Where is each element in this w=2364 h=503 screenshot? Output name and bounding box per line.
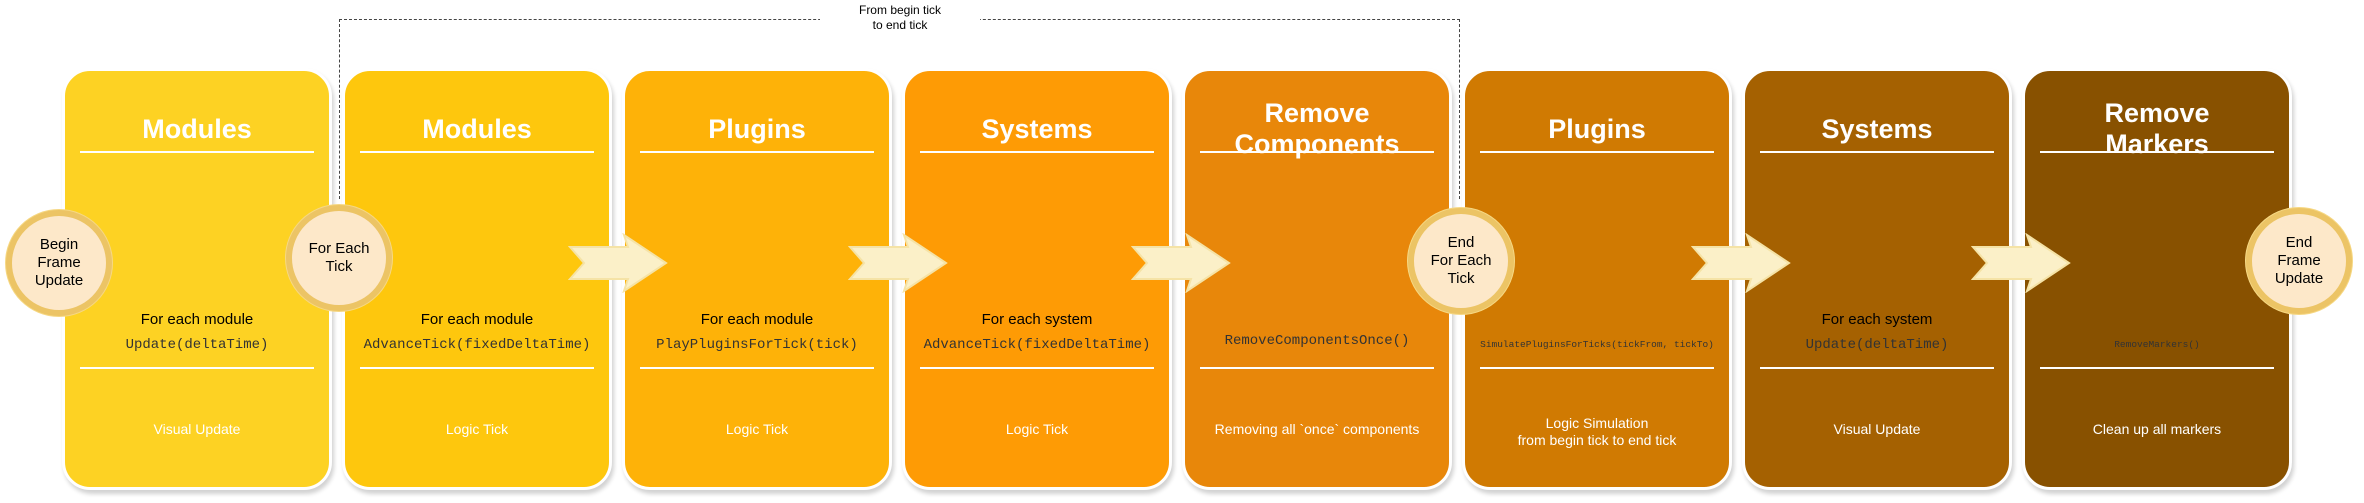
flow-arrow-icon xyxy=(1971,233,2071,293)
card-title: Modules xyxy=(142,113,252,144)
step-label: For each system xyxy=(981,311,1093,328)
step-code: AdvanceTick(fixedDeltaTime) xyxy=(363,337,591,353)
divider xyxy=(2040,151,2274,153)
flow-arrow-icon xyxy=(848,233,948,293)
end-for-each-tick-node: End For Each Tick xyxy=(1408,208,1514,314)
divider xyxy=(640,151,874,153)
divider xyxy=(360,367,594,369)
end-frame-update-node: End Frame Update xyxy=(2246,208,2352,314)
card-footer: Logic Tick xyxy=(725,421,789,437)
card-plugins-play: Plugins For each module PlayPluginsForTi… xyxy=(622,68,892,490)
divider xyxy=(1200,151,1434,153)
divider xyxy=(1760,151,1994,153)
flow-arrow-icon xyxy=(1131,233,1231,293)
step-code: AdvanceTick(fixedDeltaTime) xyxy=(923,337,1151,353)
divider xyxy=(80,367,314,369)
begin-frame-update-node: Begin Frame Update xyxy=(6,210,112,316)
card-title: Systems xyxy=(1821,113,1933,144)
card-remove-components: Remove Components RemoveComponentsOnce()… xyxy=(1182,68,1452,490)
card-footer: Visual Update xyxy=(153,421,241,437)
divider xyxy=(1480,367,1714,369)
step-code: Update(deltaTime) xyxy=(125,337,269,353)
divider xyxy=(920,151,1154,153)
step-label: For each module xyxy=(700,311,814,328)
divider xyxy=(640,367,874,369)
card-title: Remove Markers xyxy=(2104,98,2210,159)
card-footer: Logic Simulation from begin tick to end … xyxy=(1517,415,1677,448)
divider xyxy=(1480,151,1714,153)
card-systems-advance-tick: Systems For each system AdvanceTick(fixe… xyxy=(902,68,1172,490)
card-title: Plugins xyxy=(708,113,806,144)
step-label: For each module xyxy=(140,311,254,328)
step-code: PlayPluginsForTick(tick) xyxy=(656,337,858,353)
card-footer: Visual Update xyxy=(1833,421,1921,437)
bracket-label: From begin tick to end tick xyxy=(820,3,980,33)
card-title: Remove Components xyxy=(1234,98,1400,159)
card-remove-markers: Remove Markers RemoveMarkers() Clean up … xyxy=(2022,68,2292,490)
card-footer: Logic Tick xyxy=(445,421,509,437)
step-code: Update(deltaTime) xyxy=(1805,337,1949,353)
divider xyxy=(920,367,1154,369)
divider xyxy=(1200,367,1434,369)
step-label: For each module xyxy=(420,311,534,328)
step-code: RemoveComponentsOnce() xyxy=(1224,333,1410,349)
divider xyxy=(360,151,594,153)
card-title: Systems xyxy=(981,113,1093,144)
for-each-tick-node: For Each Tick xyxy=(286,205,392,311)
card-footer: Logic Tick xyxy=(1005,421,1069,437)
step-code: RemoveMarkers() xyxy=(2114,339,2200,350)
step-label: For each system xyxy=(1821,311,1933,328)
divider xyxy=(1760,367,1994,369)
card-title: Plugins xyxy=(1548,113,1646,144)
flow-arrow-icon xyxy=(1691,233,1791,293)
step-code: SimulatePluginsForTicks(tickFrom, tickTo… xyxy=(1480,339,1714,350)
card-title: Modules xyxy=(422,113,532,144)
divider xyxy=(80,151,314,153)
card-footer: Clean up all markers xyxy=(2092,421,2222,437)
flow-arrow-icon xyxy=(568,233,668,293)
card-footer: Removing all `once` components xyxy=(1214,421,1420,437)
divider xyxy=(2040,367,2274,369)
